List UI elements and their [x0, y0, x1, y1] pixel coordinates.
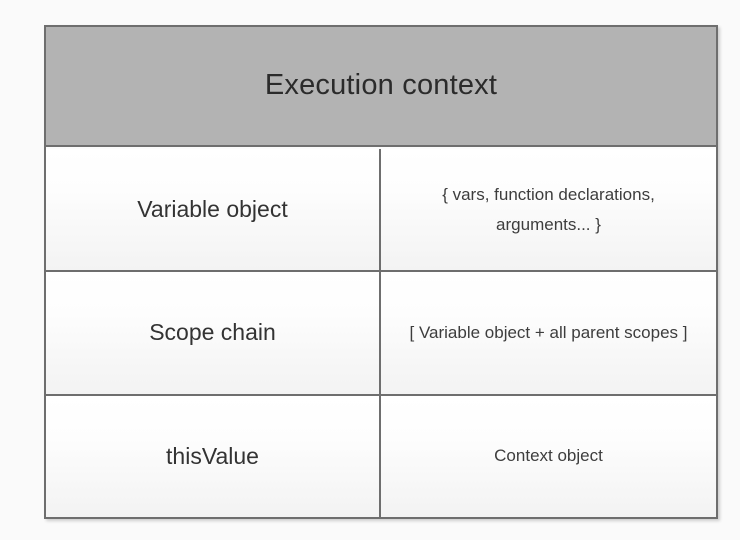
row-key-label: Scope chain	[149, 319, 276, 346]
table-cell-key: Scope chain	[46, 272, 381, 394]
table-cell-value: [ Variable object + all parent scopes ]	[381, 272, 716, 394]
row-value-label: [ Variable object + all parent scopes ]	[409, 323, 688, 343]
row-value-label: Context object	[494, 446, 603, 466]
row-value-label: { vars, function declarations, arguments…	[442, 184, 655, 234]
table-cell-key: thisValue	[46, 395, 381, 517]
table-row: thisValue Context object	[46, 395, 716, 517]
table-row: Scope chain [ Variable object + all pare…	[46, 272, 716, 396]
table-cell-value: { vars, function declarations, arguments…	[381, 149, 716, 271]
row-key-label: thisValue	[166, 442, 259, 469]
table-body: Variable object { vars, function declara…	[46, 149, 716, 517]
page-title: Execution context	[264, 69, 498, 102]
table-cell-key: Variable object	[46, 149, 381, 271]
table-cell-value: Context object	[381, 395, 716, 517]
table-row: Variable object { vars, function declara…	[46, 149, 716, 273]
execution-context-table: Execution context Variable object { vars…	[44, 25, 718, 519]
table-header-row: Execution context	[46, 27, 716, 147]
row-key-label: Variable object	[137, 195, 288, 222]
